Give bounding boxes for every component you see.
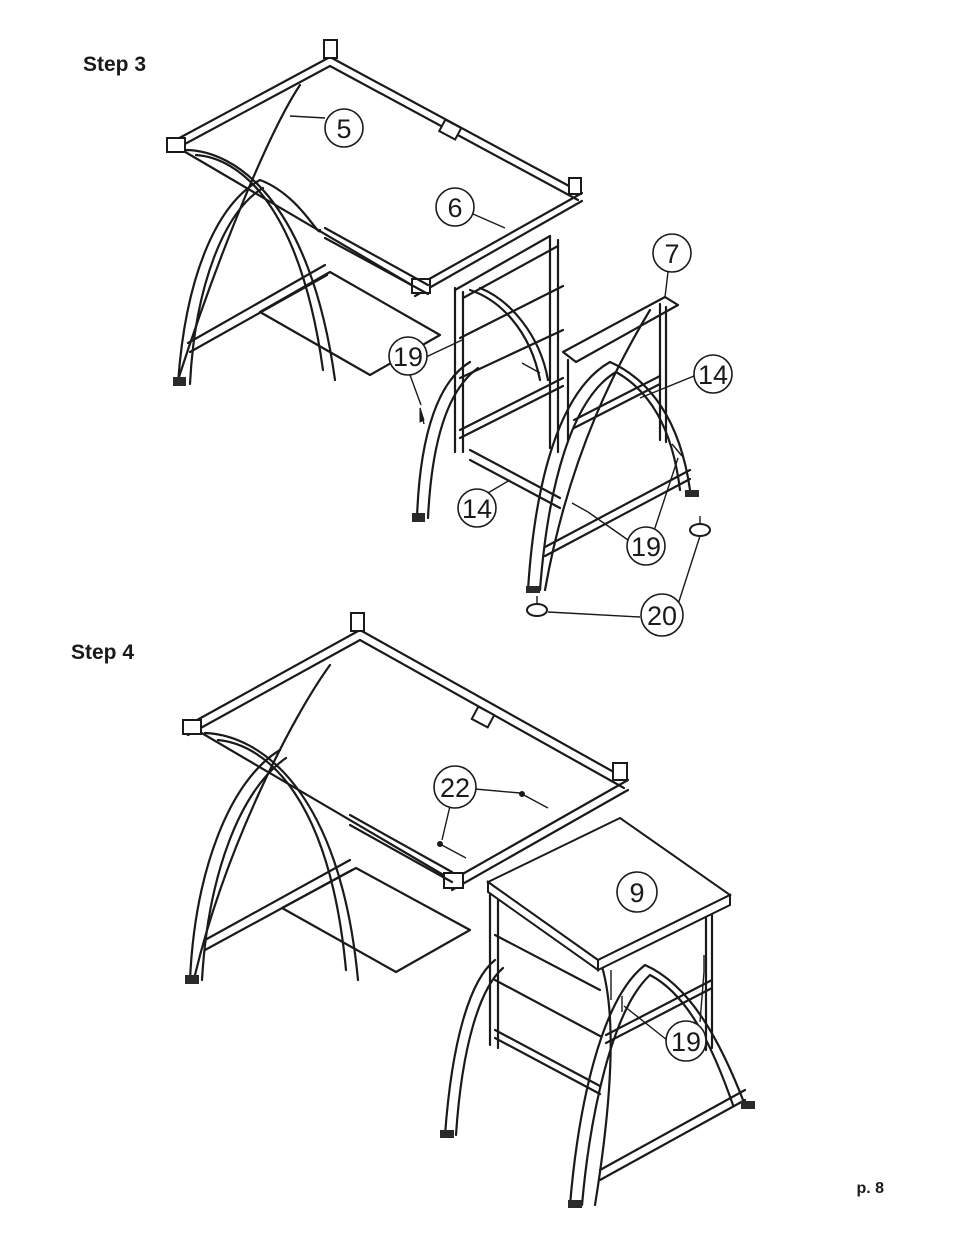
desk-frame <box>167 40 582 522</box>
callout-19-top: 19 <box>389 337 427 375</box>
callout-19-bottom: 19 <box>627 527 665 565</box>
callout-7: 7 <box>653 234 691 272</box>
step-3-diagram: 5 6 7 14 14 19 19 20 <box>167 40 732 636</box>
page-number: p. 8 <box>856 1180 884 1198</box>
svg-text:9: 9 <box>629 878 644 908</box>
svg-text:19: 19 <box>631 532 661 562</box>
svg-text:14: 14 <box>462 494 492 524</box>
callout-6: 6 <box>436 188 474 226</box>
callout-14-left: 14 <box>458 489 496 527</box>
callout-9: 9 <box>617 872 657 912</box>
callout-20: 20 <box>641 594 683 636</box>
callout-5: 5 <box>325 109 363 147</box>
svg-text:19: 19 <box>393 342 423 372</box>
screws-19-step4 <box>611 955 704 1012</box>
top-panel-part-9 <box>488 818 730 970</box>
svg-text:6: 6 <box>447 193 462 223</box>
levelers-20 <box>527 516 710 616</box>
svg-text:7: 7 <box>664 239 679 269</box>
callout-14-right: 14 <box>694 355 732 393</box>
svg-text:22: 22 <box>440 773 470 803</box>
callout-19-step4: 19 <box>666 1021 706 1061</box>
callout-22: 22 <box>434 766 476 808</box>
svg-text:20: 20 <box>647 601 677 631</box>
svg-text:14: 14 <box>698 360 728 390</box>
svg-text:19: 19 <box>671 1027 701 1057</box>
svg-text:5: 5 <box>336 114 351 144</box>
step-4-diagram: 22 9 19 <box>183 613 755 1208</box>
